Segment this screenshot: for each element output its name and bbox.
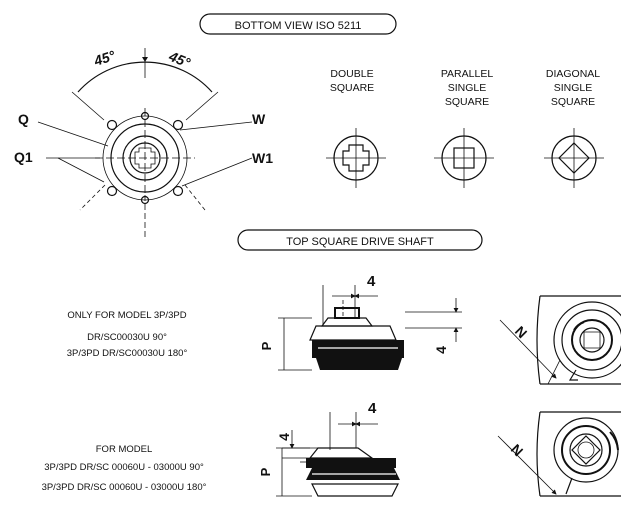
shaft-type-line: SINGLE xyxy=(448,82,487,94)
model-note-line: ONLY FOR MODEL 3P/3PD xyxy=(67,310,186,321)
model-note-line: 3P/3PD DR/SC 00060U - 03000U 180° xyxy=(42,482,207,493)
angle-label-right: 45° xyxy=(166,48,193,71)
shaft-type-line: SQUARE xyxy=(551,96,595,108)
lower-width-dim: 4 xyxy=(368,400,377,417)
top-square-title: TOP SQUARE DRIVE SHAFT xyxy=(286,236,434,248)
model-note-line: 3P/3PD DR/SC00030U 180° xyxy=(67,348,188,359)
shaft-type-parallel-single-square: PARALLEL SINGLE SQUARE xyxy=(441,68,493,108)
top-square-title-box: TOP SQUARE DRIVE SHAFT xyxy=(237,229,483,251)
upper-n-dim: N xyxy=(512,323,530,341)
lower-shaft-side-view: 4 4 P xyxy=(258,400,400,497)
upper-height-dim: 4 xyxy=(433,346,449,354)
model-note-line: FOR MODEL xyxy=(96,444,152,455)
bottom-view-title: BOTTOM VIEW ISO 5211 xyxy=(235,20,362,32)
parallel-single-square-symbol xyxy=(434,128,494,188)
shaft-type-double-square: DOUBLE SQUARE xyxy=(330,68,374,94)
lower-height-dim: 4 xyxy=(276,433,292,441)
label-w1: W1 xyxy=(252,150,273,166)
shaft-type-line: SQUARE xyxy=(445,96,489,108)
upper-end-view: N xyxy=(499,295,621,385)
lower-p-dim: P xyxy=(258,467,273,476)
label-q: Q xyxy=(18,111,29,127)
label-q1: Q1 xyxy=(14,149,33,165)
model-note-lower: FOR MODEL 3P/3PD DR/SC 00060U - 03000U 9… xyxy=(42,444,207,493)
label-w: W xyxy=(252,111,266,127)
model-note-line: 3P/3PD DR/SC 00060U - 03000U 90° xyxy=(44,462,204,473)
model-note-line: DR/SC00030U 90° xyxy=(87,332,167,343)
shaft-type-diagonal-single-square: DIAGONAL SINGLE SQUARE xyxy=(546,68,600,108)
shaft-type-line: DIAGONAL xyxy=(546,68,600,80)
shaft-type-line: SINGLE xyxy=(554,82,593,94)
shaft-type-line: SQUARE xyxy=(330,82,374,94)
shaft-type-line: PARALLEL xyxy=(441,68,493,80)
double-square-symbol xyxy=(326,128,386,188)
diagonal-single-square-symbol xyxy=(544,128,604,188)
lower-n-dim: N xyxy=(508,441,526,459)
upper-width-dim: 4 xyxy=(367,273,376,290)
upper-p-dim: P xyxy=(259,341,274,350)
angle-label-left: 45° xyxy=(91,47,117,69)
lower-end-view: N xyxy=(497,411,621,497)
flange-bottom-view: 45° 45° Q Q1 W W1 xyxy=(14,47,273,240)
bottom-view-title-box: BOTTOM VIEW ISO 5211 xyxy=(199,13,397,35)
model-note-upper: ONLY FOR MODEL 3P/3PD DR/SC00030U 90° 3P… xyxy=(67,310,188,359)
shaft-type-line: DOUBLE xyxy=(330,68,373,80)
upper-shaft-side-view: 4 P 4 xyxy=(259,273,462,371)
